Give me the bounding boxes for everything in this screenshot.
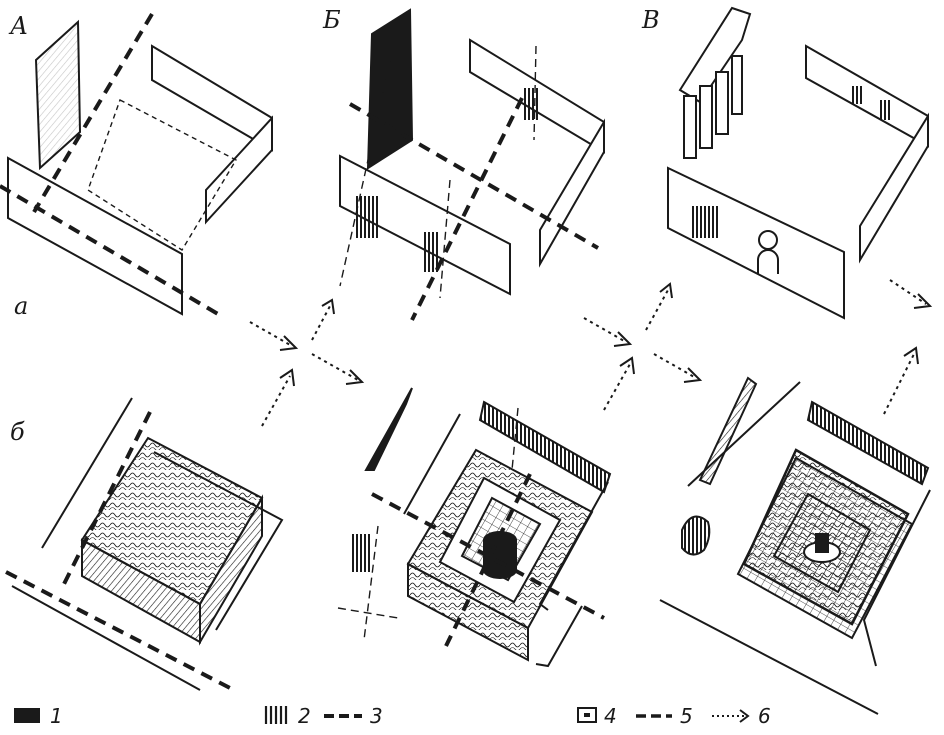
facade-back — [805, 44, 929, 148]
legend-symbol-6 — [712, 709, 750, 723]
row-label-b: б — [10, 418, 25, 446]
axis-1 — [410, 97, 524, 321]
arrow-1 — [249, 321, 299, 351]
arrow-10 — [883, 346, 919, 415]
street-line-1 — [41, 397, 133, 549]
wall-back — [478, 400, 612, 494]
block-side-left — [407, 562, 529, 662]
axis-2 — [371, 492, 605, 620]
street-line-1 — [687, 381, 801, 487]
facade-right — [859, 112, 929, 264]
axis-3 — [363, 525, 379, 641]
wall-right — [205, 115, 273, 225]
block-wall — [153, 451, 284, 631]
column-label-V: В — [642, 6, 660, 34]
facade-back-windows — [852, 86, 892, 120]
axis-5 — [533, 45, 537, 141]
legend-label-6: 6 — [758, 704, 771, 728]
axis-2 — [0, 184, 220, 316]
arrow-6 — [645, 282, 673, 331]
legend-symbol-2 — [264, 706, 288, 724]
wall-back — [806, 400, 930, 486]
wall-front — [7, 156, 183, 316]
opening-3 — [522, 88, 540, 120]
column-label-A: А — [10, 12, 29, 40]
opening-2 — [422, 232, 440, 272]
wall-right — [539, 118, 605, 268]
arrow-7 — [653, 353, 703, 383]
legend-label-2: 2 — [298, 704, 311, 728]
panel-A-b — [5, 397, 284, 691]
street-line — [403, 413, 461, 515]
legend-symbol-1 — [14, 708, 40, 723]
wall-back — [151, 44, 273, 152]
panel-A-a — [0, 12, 273, 316]
block-side-right — [199, 494, 263, 646]
floor-outline — [87, 99, 237, 251]
wall-black — [366, 8, 414, 170]
axis-2 — [348, 102, 600, 250]
row-label-a: а — [14, 292, 29, 320]
legend-label-4: 4 — [604, 704, 617, 728]
gate-ornament — [681, 515, 711, 556]
arrow-2 — [311, 298, 335, 341]
arrow-5 — [583, 317, 633, 347]
flow-arrows — [249, 279, 933, 427]
wall-right — [538, 481, 609, 611]
legend-label-5: 5 — [680, 704, 693, 728]
panel-B-a — [339, 8, 605, 321]
legend-symbols — [14, 706, 750, 724]
facade-arch — [757, 249, 779, 274]
arrow-4 — [261, 368, 295, 427]
hatched-panel — [364, 387, 413, 471]
column-label-B: Б — [323, 6, 341, 34]
axis-4 — [337, 607, 399, 619]
hatched-panel — [698, 376, 758, 486]
fountain-column — [815, 533, 829, 553]
legend-label-3: 3 — [370, 704, 383, 728]
wall-front — [339, 154, 511, 296]
arrow-8 — [603, 356, 635, 411]
street-line-2 — [659, 599, 879, 715]
legend-symbol-4 — [577, 707, 597, 723]
arrow-3 — [311, 353, 365, 385]
street-corner — [535, 605, 583, 668]
panel-B-b — [337, 387, 612, 668]
axis-3 — [339, 15, 401, 287]
axis-2 — [5, 570, 231, 690]
panel-V-a — [667, 6, 929, 320]
facade-door — [690, 206, 720, 238]
axis-1 — [444, 473, 532, 647]
axis-5 — [511, 407, 519, 471]
opening — [350, 534, 372, 572]
axis-4 — [439, 179, 451, 299]
wall-right — [862, 489, 931, 667]
street-line-2 — [11, 585, 201, 691]
colonnade-columns — [683, 55, 743, 159]
axis-1 — [60, 411, 152, 589]
legend-label-1: 1 — [50, 704, 63, 728]
arrow-9 — [889, 279, 933, 309]
facade-front — [667, 166, 845, 320]
panel-V-b — [659, 376, 931, 715]
wall-left — [34, 19, 82, 171]
opening-1 — [356, 196, 378, 238]
